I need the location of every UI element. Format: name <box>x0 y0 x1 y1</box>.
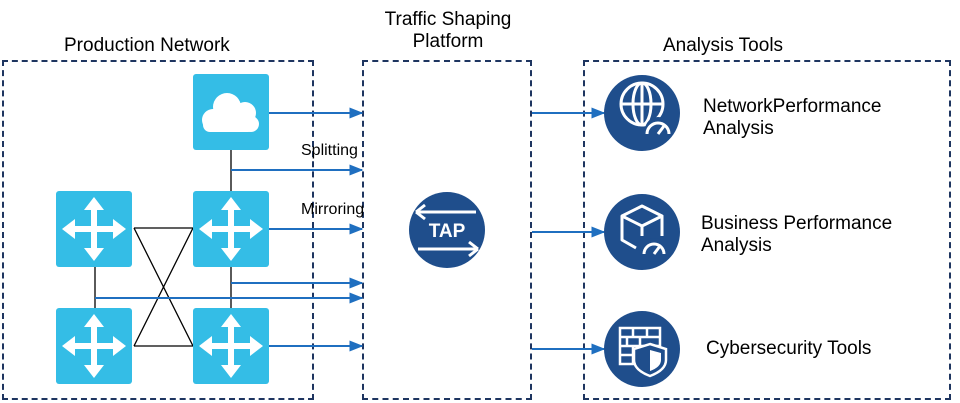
cube-gauge-icon <box>604 194 680 270</box>
firewall-shield-icon <box>604 311 680 387</box>
globe-gauge-icon <box>604 75 680 151</box>
traffic-shaping-platform-title: Traffic Shaping Platform <box>350 9 546 53</box>
switch-top-right-icon <box>193 191 269 267</box>
tool-1-line1: NetworkPerformance <box>703 96 882 117</box>
tool-label-cybersecurity: Cybersecurity Tools <box>706 338 871 360</box>
analysis-tools-title: Analysis Tools <box>663 35 784 56</box>
traffic-arrows-in <box>95 107 364 352</box>
tool-label-business-performance: Business Performance Analysis <box>701 213 892 257</box>
network-links <box>94 150 232 347</box>
tool-1-line2: Analysis <box>703 118 774 139</box>
tool-2-line1: Business Performance <box>701 213 893 234</box>
production-network-title: Production Network <box>64 35 230 56</box>
tool-2-line2: Analysis <box>701 235 772 256</box>
cloud-device <box>193 74 269 150</box>
cloud-icon <box>202 93 259 132</box>
traffic-arrows-out <box>532 107 606 355</box>
switch-bottom-right-icon <box>193 308 269 384</box>
tool-label-network-performance: NetworkPerformance Analysis <box>703 96 881 140</box>
mirroring-label: Mirroring <box>301 201 365 218</box>
platform-title-line2: Platform <box>412 31 484 52</box>
platform-title-line1: Traffic Shaping <box>384 9 512 30</box>
splitting-label: Splitting <box>301 142 358 159</box>
switch-bottom-left-icon <box>56 308 132 384</box>
tool-3-line1: Cybersecurity Tools <box>706 338 872 359</box>
analysis-tools-box <box>583 60 951 400</box>
tap-label: TAP <box>429 221 466 242</box>
switch-top-left-icon <box>56 191 132 267</box>
tap-icon: TAP <box>409 192 485 268</box>
